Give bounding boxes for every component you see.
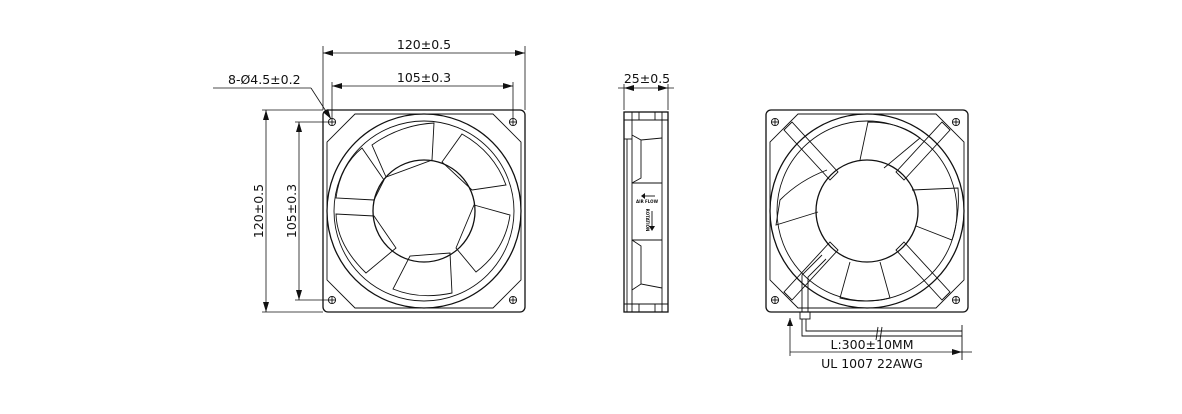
mounting-hole-icon xyxy=(951,117,961,127)
back-blades xyxy=(775,121,959,302)
lead-wires xyxy=(799,254,963,360)
mounting-hole-icon xyxy=(508,117,518,127)
airflow-label: AIR FLOW xyxy=(636,199,659,204)
wire-spec-label: UL 1007 22AWG xyxy=(821,356,923,371)
thickness-dimension: 25±0.5 xyxy=(624,71,670,86)
back-frame-outline xyxy=(765,109,969,313)
venturi-inner xyxy=(333,120,515,302)
width-dimension: 120±0.5 xyxy=(397,37,451,52)
frame-chamfer xyxy=(326,113,522,309)
impeller-blades xyxy=(335,122,511,297)
hole-spacing-v-dimension: 105±0.3 xyxy=(284,184,299,238)
side-view: AIR FLOW ROTATION 25±0.5 xyxy=(618,71,674,313)
airflow-arrow-icon xyxy=(641,193,655,199)
mounting-hole-icon xyxy=(770,117,780,127)
side-outline xyxy=(623,111,669,313)
mounting-hole-icon xyxy=(327,117,337,127)
motor-hub xyxy=(815,159,919,263)
mounting-hole-icon xyxy=(508,295,518,305)
height-dimension: 120±0.5 xyxy=(251,184,266,238)
mounting-hole-callout: 8-Ø4.5±0.2 xyxy=(228,72,301,87)
lead-length-label: L:300±10MM xyxy=(831,337,914,352)
rotation-label: ROTATION xyxy=(645,209,650,232)
hub xyxy=(372,159,476,263)
mounting-hole-icon xyxy=(770,295,780,305)
mounting-hole-icon xyxy=(951,295,961,305)
hole-spacing-h-dimension: 105±0.3 xyxy=(397,70,451,85)
support-struts xyxy=(783,121,951,301)
back-view: L:300±10MM UL 1007 22AWG xyxy=(765,109,972,371)
frame-outline xyxy=(322,109,526,313)
venturi-outer xyxy=(326,113,522,309)
front-view: 120±0.5 105±0.3 120±0.5 105±0.3 8-Ø4.5±0… xyxy=(213,37,526,313)
rotation-arrow-icon xyxy=(649,211,655,231)
mounting-hole-icon xyxy=(327,295,337,305)
